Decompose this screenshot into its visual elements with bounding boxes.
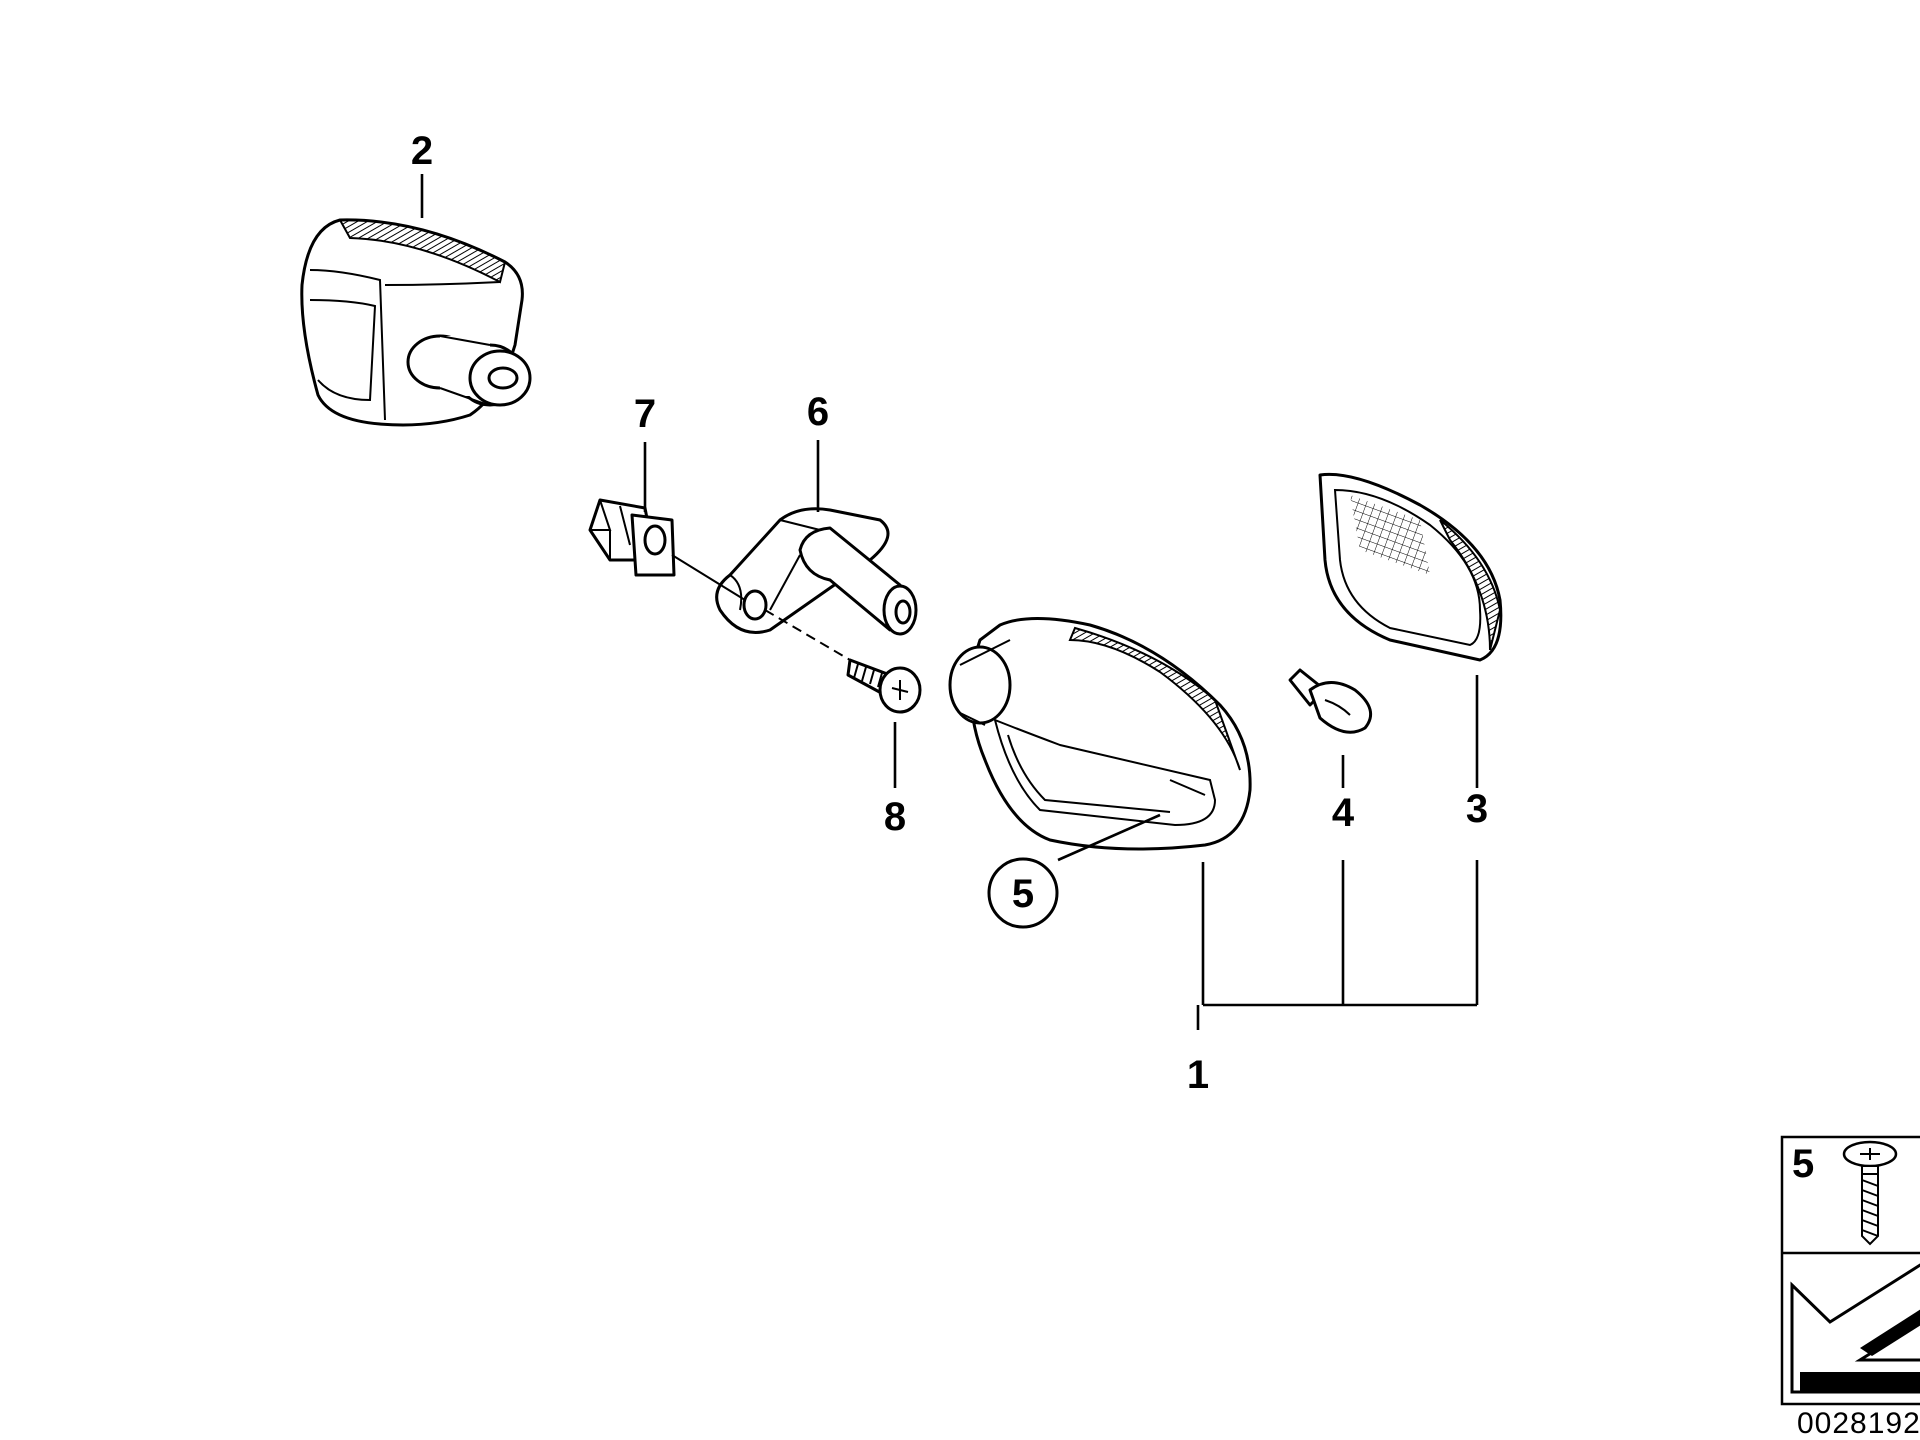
callout-5: 5	[1012, 872, 1034, 916]
callout-3: 3	[1466, 787, 1488, 831]
legend-box: 5	[1780, 1135, 1920, 1406]
callout-6: 6	[807, 390, 829, 434]
part-3-lens	[1318, 472, 1503, 662]
part-2-housing	[300, 218, 532, 427]
part-6-bracket	[715, 507, 918, 636]
legend-item-number: 5	[1792, 1142, 1814, 1186]
part-7-clip-nut	[588, 498, 676, 577]
part-1-indicator	[948, 617, 1252, 851]
part-4-bulb	[1288, 668, 1373, 734]
callout-1: 1	[1187, 1053, 1209, 1097]
screw-icon	[1842, 1140, 1898, 1246]
callout-5-circle	[987, 857, 1059, 929]
assembly-lines	[671, 554, 851, 661]
callout-labels: 2 7 6 8 5 4 3 1	[411, 129, 1488, 1097]
direction-arrow-icon	[1790, 1263, 1920, 1394]
callout-7: 7	[634, 392, 656, 436]
callout-8: 8	[884, 795, 906, 839]
callout-4: 4	[1332, 791, 1355, 835]
leader-lines	[420, 174, 1479, 1030]
reference-number: 00281929	[1797, 1407, 1920, 1440]
part-8-screw	[846, 658, 922, 714]
callout-2: 2	[411, 129, 433, 173]
